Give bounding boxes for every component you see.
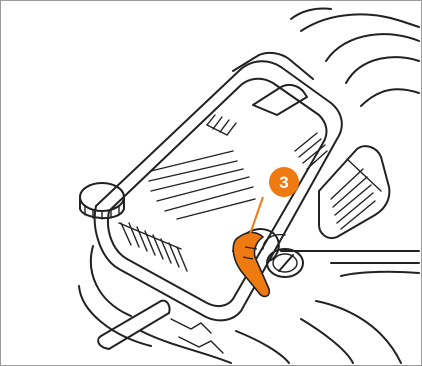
cooling-fins xyxy=(319,146,389,238)
front-grille xyxy=(119,223,187,271)
callout-leader xyxy=(249,197,263,237)
cover-ridges xyxy=(149,151,255,219)
top-vents xyxy=(207,115,236,135)
callout-number: 3 xyxy=(279,173,288,192)
idle-screw xyxy=(263,235,303,277)
engine-cover xyxy=(95,53,342,320)
